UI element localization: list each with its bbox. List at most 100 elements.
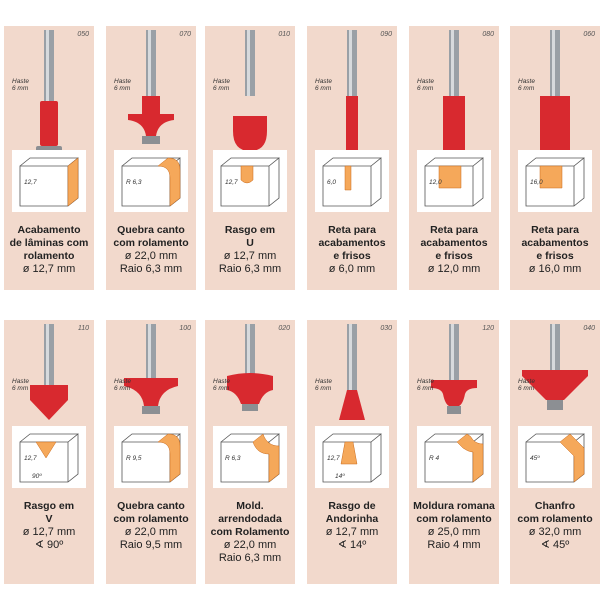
- bit-name-line: acabamentos: [521, 237, 589, 249]
- bit-spec-line: ∢ 90º: [34, 539, 64, 551]
- bit-name-line: rolamento: [23, 250, 75, 262]
- cutter-head: [522, 370, 588, 400]
- shank-highlight: [148, 30, 151, 96]
- shank-highlight: [247, 324, 250, 390]
- product-code: 060: [583, 31, 595, 38]
- bit-spec-line: ∢ 45º: [540, 539, 570, 551]
- router-bit-illustration: [227, 324, 273, 411]
- bit-name-line: com Rolamento: [210, 526, 290, 538]
- shank-label-text: Haste: [518, 378, 535, 385]
- cutter-body: [40, 101, 58, 146]
- cut-profile: [240, 165, 254, 184]
- shank-highlight: [349, 324, 352, 390]
- cutter-head: [30, 385, 68, 420]
- bit-spec-line: Raio 9,5 mm: [119, 539, 183, 551]
- bit-name-line: acabamentos: [420, 237, 488, 249]
- router-bit-illustration: [443, 30, 465, 156]
- shank-label-text: Haste: [12, 78, 29, 85]
- dimension-label: R 6,3: [126, 179, 142, 186]
- block-top-edge: [19, 433, 78, 443]
- shank-size-text: 6 mm: [114, 85, 131, 92]
- bit-spec-line: ∢ 14º: [337, 539, 367, 551]
- shank-label-text: Haste: [114, 78, 131, 85]
- router-bit-illustration: [339, 324, 365, 420]
- cut-profile-diagram: 12,7: [213, 150, 287, 212]
- product-code: 100: [179, 325, 191, 332]
- dimension-label: 16,0: [530, 179, 543, 186]
- product-code: 080: [482, 31, 494, 38]
- bit-spec-line: ø 25,0 mm: [427, 526, 481, 538]
- router-bit-illustration: [124, 324, 178, 414]
- block-top-edge: [322, 433, 381, 443]
- shank-size-text: 6 mm: [315, 385, 332, 392]
- bearing: [547, 400, 563, 410]
- router-bit-illustration: [540, 30, 570, 151]
- bit-name-line: Rasgo em: [224, 224, 276, 236]
- cutter-head: [227, 373, 273, 404]
- dimension-label: 12,7: [327, 455, 340, 462]
- cut-profile-diagram: R 4: [417, 426, 491, 488]
- bit-spec-line: Raio 4 mm: [427, 539, 481, 551]
- shank-label-text: Haste: [518, 78, 535, 85]
- bit-spec-line: ø 6,0 mm: [328, 263, 376, 275]
- bit-name-line: V: [45, 513, 53, 525]
- bit-name-line: e frisos: [435, 250, 473, 262]
- shank-size-text: 6 mm: [213, 385, 230, 392]
- bit-name-line: Acabamento: [17, 224, 81, 236]
- cut-profile-diagram: 16,0: [518, 150, 592, 212]
- block-top-edge: [322, 157, 381, 167]
- bit-name-line: com rolamento: [416, 513, 492, 525]
- cut-profile-diagram: R 9,5: [114, 426, 188, 488]
- cutter-body: [142, 96, 160, 114]
- bit-spec-line: Raio 6,3 mm: [119, 263, 183, 275]
- shank-label-text: Haste: [213, 78, 230, 85]
- cutter-head: [339, 390, 365, 420]
- shank-label-text: Haste: [315, 378, 332, 385]
- dimension-label: 45º: [530, 455, 540, 462]
- shank-size-text: 6 mm: [417, 85, 434, 92]
- cut-profile: [438, 165, 462, 189]
- cutter-head: [431, 380, 477, 406]
- product-code: 010: [278, 31, 290, 38]
- dimension-label: 6,0: [327, 179, 336, 186]
- shank-size-text: 6 mm: [114, 385, 131, 392]
- block-top-edge: [121, 157, 180, 167]
- bit-spec-line: ø 12,7 mm: [223, 250, 277, 262]
- bit-name-line: Rasgo de: [328, 500, 376, 512]
- product-code: 110: [77, 325, 89, 332]
- router-bit-illustration: [233, 30, 267, 151]
- cutter-head: [124, 378, 178, 406]
- bit-name-line: Reta para: [531, 224, 579, 236]
- shank-highlight: [46, 324, 49, 385]
- bit-name-line: com rolamento: [113, 513, 189, 525]
- bearing: [142, 406, 160, 414]
- dimension-label: 12,0: [429, 179, 442, 186]
- cutter-body: [443, 96, 465, 156]
- bit-spec-line: ø 16,0 mm: [528, 263, 582, 275]
- bit-spec-line: ø 12,0 mm: [427, 263, 481, 275]
- shank-highlight: [148, 324, 151, 390]
- shank-size-text: 6 mm: [213, 85, 230, 92]
- shank-size-text: 6 mm: [518, 385, 535, 392]
- cut-profile: [344, 165, 352, 191]
- cutter-head: [233, 116, 267, 151]
- dimension-label: R 9,5: [126, 455, 142, 462]
- cut-profile: [157, 157, 181, 207]
- bit-name-line: com rolamento: [113, 237, 189, 249]
- shank-label-text: Haste: [213, 378, 230, 385]
- router-bit-illustration: [346, 30, 358, 166]
